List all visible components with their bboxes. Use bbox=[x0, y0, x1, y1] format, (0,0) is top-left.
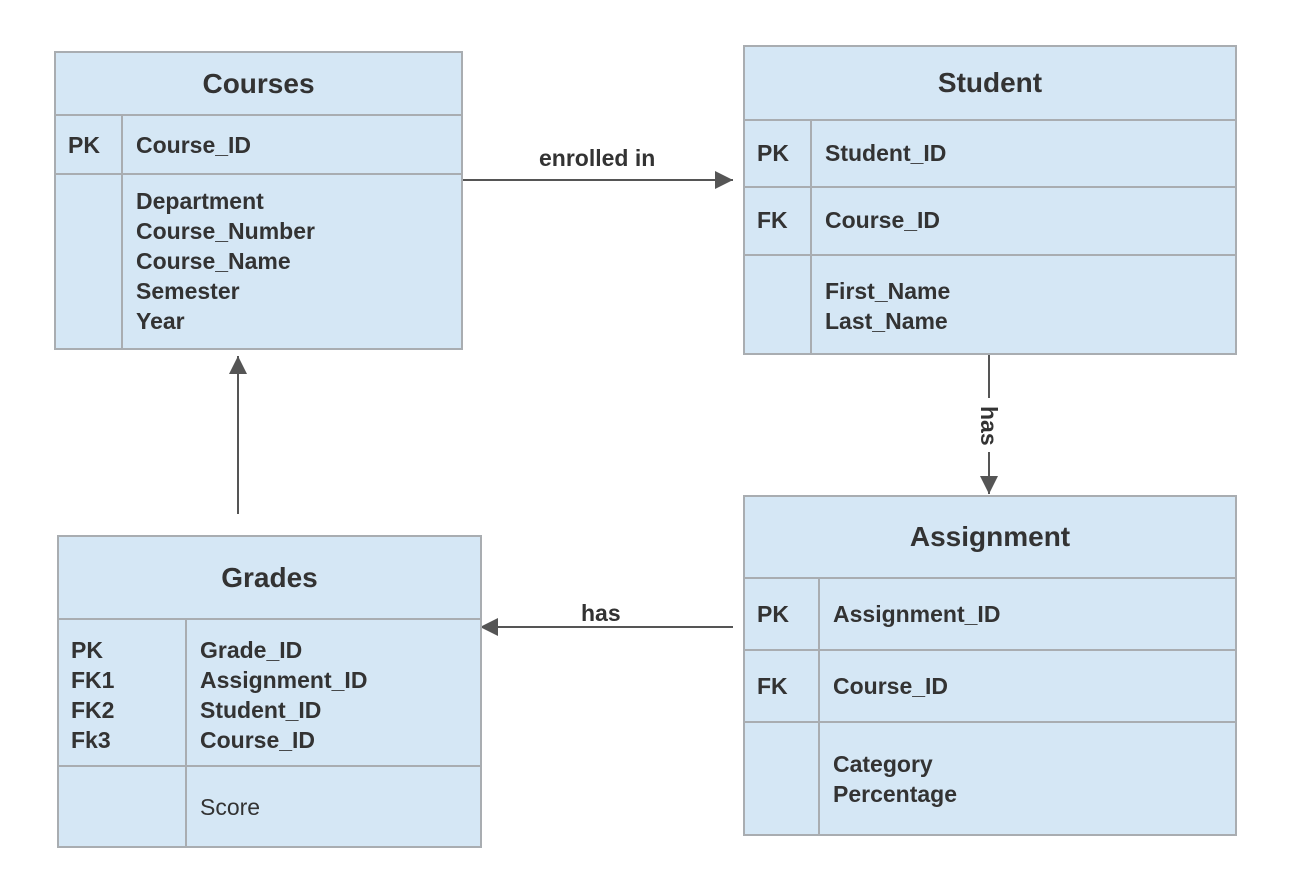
fk-row: FK Course_ID bbox=[745, 651, 1235, 723]
entity-title: Student bbox=[745, 47, 1235, 121]
attribute: Year bbox=[136, 308, 185, 334]
entity-title: Courses bbox=[56, 53, 461, 116]
empty-key-cell bbox=[745, 256, 812, 353]
pk-row: PK Assignment_ID bbox=[745, 579, 1235, 651]
fk-row: FK Course_ID bbox=[745, 188, 1235, 256]
pk-row: PK Student_ID bbox=[745, 121, 1235, 188]
key-label: PK bbox=[56, 116, 123, 173]
key-field: Course_ID bbox=[825, 207, 941, 233]
entity-student[interactable]: Student PK Student_ID FK Course_ID First… bbox=[743, 45, 1237, 355]
entity-assignment[interactable]: Assignment PK Assignment_ID FK Course_ID… bbox=[743, 495, 1237, 836]
attributes-row: Score bbox=[59, 767, 480, 846]
key-label: Fk3 bbox=[71, 727, 111, 753]
attributes-row: Category Percentage bbox=[745, 723, 1235, 834]
keys-row: PK FK1 FK2 Fk3 Grade_ID Assignment_ID St… bbox=[59, 620, 480, 767]
key-label: FK1 bbox=[71, 667, 115, 693]
label-has-student-assignment: has bbox=[976, 406, 1002, 446]
attribute: Course_Number bbox=[136, 218, 315, 244]
attribute: Score bbox=[200, 794, 261, 820]
attribute: Last_Name bbox=[825, 308, 948, 334]
empty-key-cell bbox=[59, 767, 187, 846]
key-label: PK bbox=[71, 637, 103, 663]
empty-key-cell bbox=[745, 723, 820, 834]
entity-courses[interactable]: Courses PK Course_ID Department Course_N… bbox=[54, 51, 463, 350]
key-field: Course_ID bbox=[200, 727, 316, 753]
key-field: Assignment_ID bbox=[200, 667, 368, 693]
pk-row: PK Course_ID bbox=[56, 116, 461, 175]
entity-title: Assignment bbox=[745, 497, 1235, 579]
key-label: FK bbox=[745, 188, 812, 254]
attribute: Category bbox=[833, 751, 933, 777]
key-field: Course_ID bbox=[833, 673, 949, 699]
attribute-list: Score bbox=[187, 767, 260, 846]
attribute: Department bbox=[136, 188, 264, 214]
key-label-list: PK FK1 FK2 Fk3 bbox=[59, 620, 187, 765]
attribute-list: First_Name Last_Name bbox=[812, 256, 950, 353]
attribute: Course_Name bbox=[136, 248, 291, 274]
attributes-row: Department Course_Number Course_Name Sem… bbox=[56, 175, 461, 348]
label-enrolled-in: enrolled in bbox=[539, 145, 656, 171]
key-field-list: Grade_ID Assignment_ID Student_ID Course… bbox=[187, 620, 367, 765]
key-label: PK bbox=[745, 579, 820, 649]
key-field: Course_ID bbox=[136, 132, 252, 158]
key-field: Student_ID bbox=[825, 140, 947, 166]
empty-key-cell bbox=[56, 175, 123, 348]
attributes-row: First_Name Last_Name bbox=[745, 256, 1235, 353]
entity-title: Grades bbox=[59, 537, 480, 620]
attribute-list: Category Percentage bbox=[820, 723, 957, 834]
attribute: First_Name bbox=[825, 278, 951, 304]
attribute-list: Department Course_Number Course_Name Sem… bbox=[123, 175, 315, 348]
key-field: Assignment_ID bbox=[833, 601, 1001, 627]
key-field: Grade_ID bbox=[200, 637, 303, 663]
attribute: Semester bbox=[136, 278, 240, 304]
key-label: FK bbox=[745, 651, 820, 721]
key-label: FK2 bbox=[71, 697, 115, 723]
key-field: Student_ID bbox=[200, 697, 322, 723]
label-has-assignment-grades: has bbox=[581, 600, 621, 626]
entity-grades[interactable]: Grades PK FK1 FK2 Fk3 Grade_ID Assignmen… bbox=[57, 535, 482, 848]
attribute: Percentage bbox=[833, 781, 958, 807]
key-label: PK bbox=[745, 121, 812, 186]
